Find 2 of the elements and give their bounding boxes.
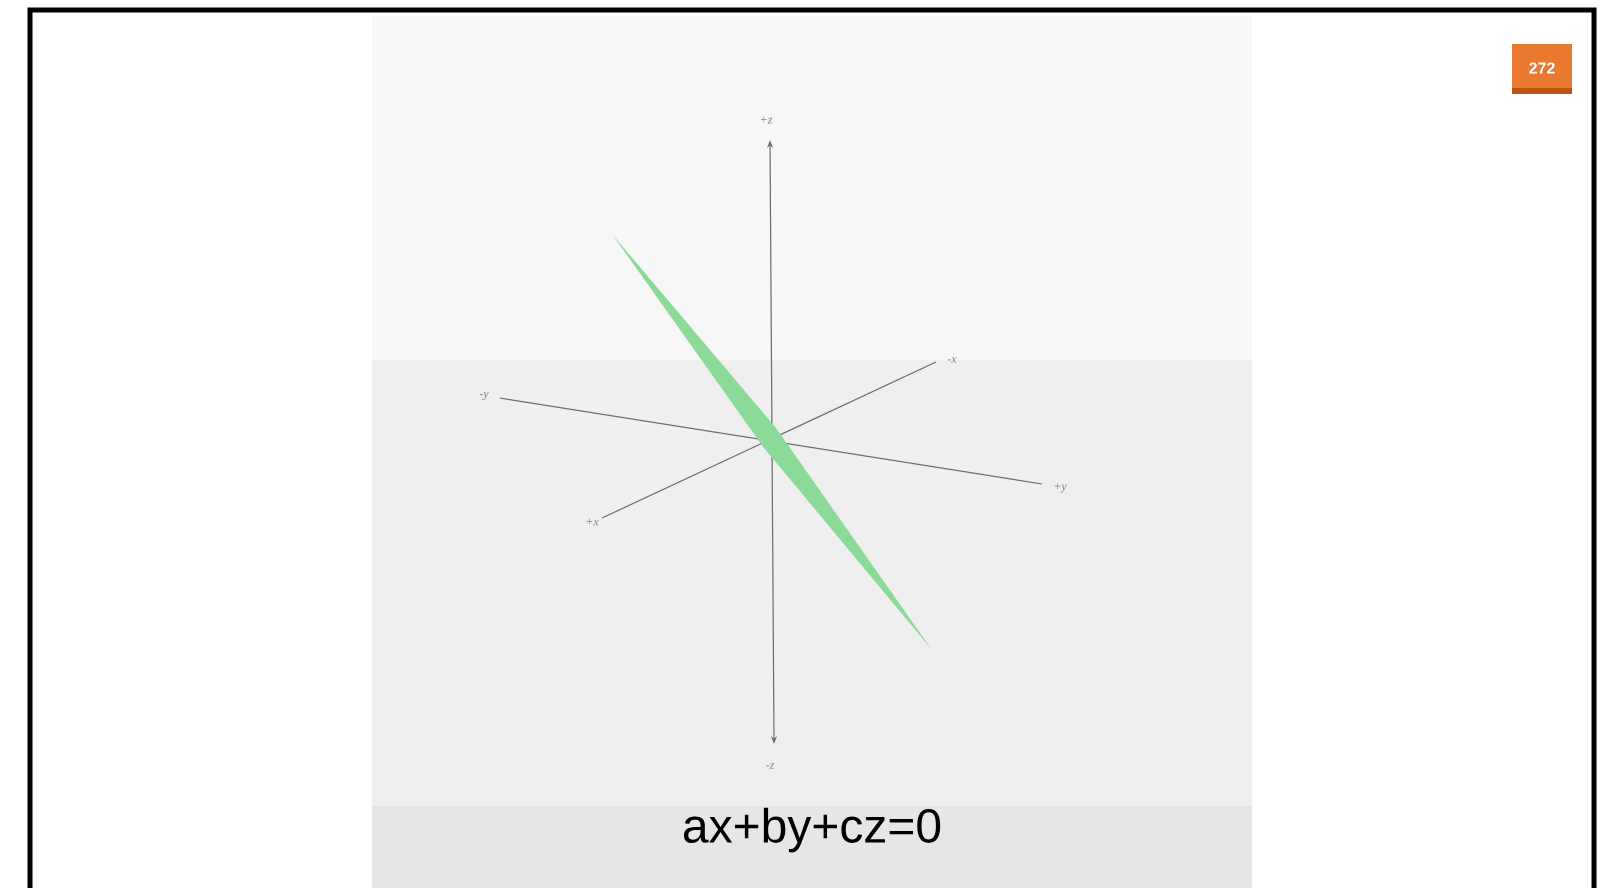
equation: ax+by+cz=0 (683, 807, 941, 853)
page-number-badge: 272 (1512, 44, 1573, 92)
